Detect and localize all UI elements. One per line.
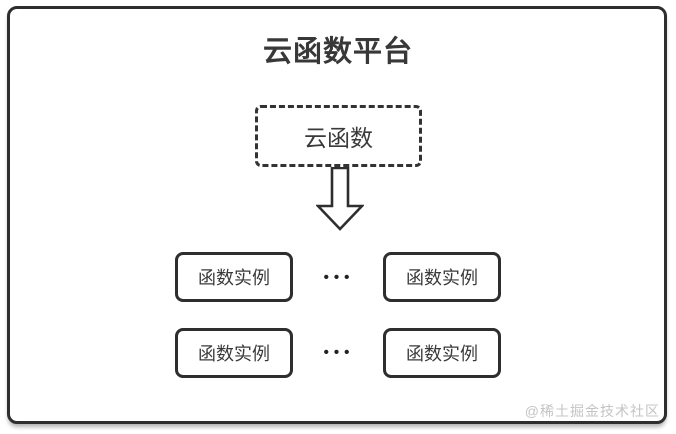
watermark: @稀土掘金技术社区 (524, 403, 660, 419)
function-instance-label: 函数实例 (406, 344, 478, 364)
function-instance-label: 函数实例 (198, 344, 270, 364)
function-instance-box: 函数实例 (175, 328, 293, 378)
ellipsis-row-2: ••• (323, 344, 355, 361)
function-instance-box: 函数实例 (383, 328, 501, 378)
down-arrow-icon (316, 167, 364, 231)
ellipsis-row-1: ••• (323, 269, 355, 286)
cloud-function-box: 云函数 (255, 105, 422, 167)
function-instance-label: 函数实例 (406, 268, 478, 288)
function-instance-box: 函数实例 (175, 252, 293, 302)
function-instance-box: 函数实例 (383, 252, 501, 302)
diagram-title: 云函数平台 (262, 36, 413, 68)
function-instance-label: 函数实例 (198, 268, 270, 288)
cloud-function-label: 云函数 (304, 125, 373, 151)
